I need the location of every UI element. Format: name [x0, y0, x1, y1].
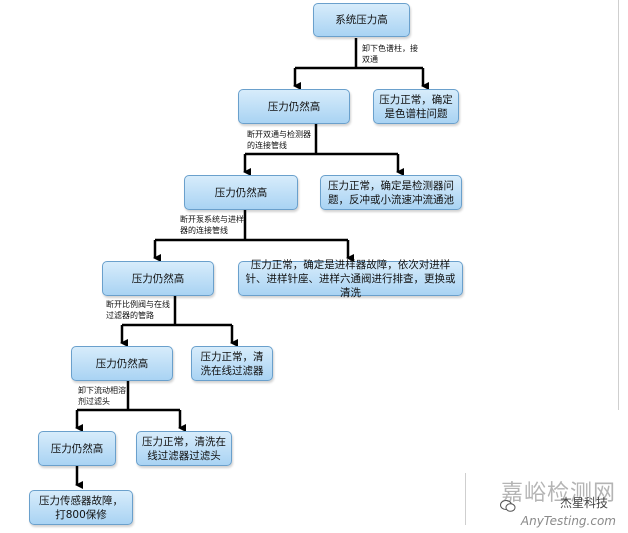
label-step2: 断开双通与检测器的连接管线: [247, 130, 311, 150]
right-rule: [618, 0, 619, 410]
label-step5: 卸下流动相溶剂过滤头: [78, 386, 126, 406]
node-injector-issue: 压力正常，确定是进样器故障，依次对进样针、进样针座、进样六通阀进行排查，更换或清…: [238, 259, 463, 299]
node-solvent-filter: 压力正常，清洗在线过滤器过滤头: [136, 431, 232, 466]
node-still-high-2: 压力仍然高: [184, 175, 298, 210]
node-inline-filter: 压力正常，清洗在线过滤器: [191, 346, 273, 381]
node-detector-issue: 压力正常，确定是检测器问题，反冲或小流速冲流通池: [320, 175, 462, 210]
wechat-icon: [500, 500, 516, 512]
watermark-site-cn: 嘉峪检测网: [500, 481, 616, 506]
label-step3: 断开泵系统与进样器的连接管线: [180, 215, 244, 235]
label-step4: 断开比例阀与在线过滤器的管路: [106, 300, 170, 320]
node-sensor-fault: 压力传感器故障，打800保修: [29, 490, 133, 525]
node-still-high-1: 压力仍然高: [238, 89, 350, 124]
watermark-account: 杰星科技: [559, 496, 608, 510]
node-still-high-3: 压力仍然高: [102, 261, 214, 296]
node-still-high-4: 压力仍然高: [71, 346, 173, 381]
node-column-issue: 压力正常，确定是色谱柱问题: [373, 89, 459, 124]
bottom-rule: [465, 473, 466, 525]
node-system-pressure-high: 系统压力高: [313, 3, 410, 37]
node-still-high-5: 压力仍然高: [38, 431, 116, 466]
watermark-site-en: AnyTesting.com: [520, 514, 616, 528]
label-step1: 卸下色谱柱，接双通: [362, 44, 418, 64]
